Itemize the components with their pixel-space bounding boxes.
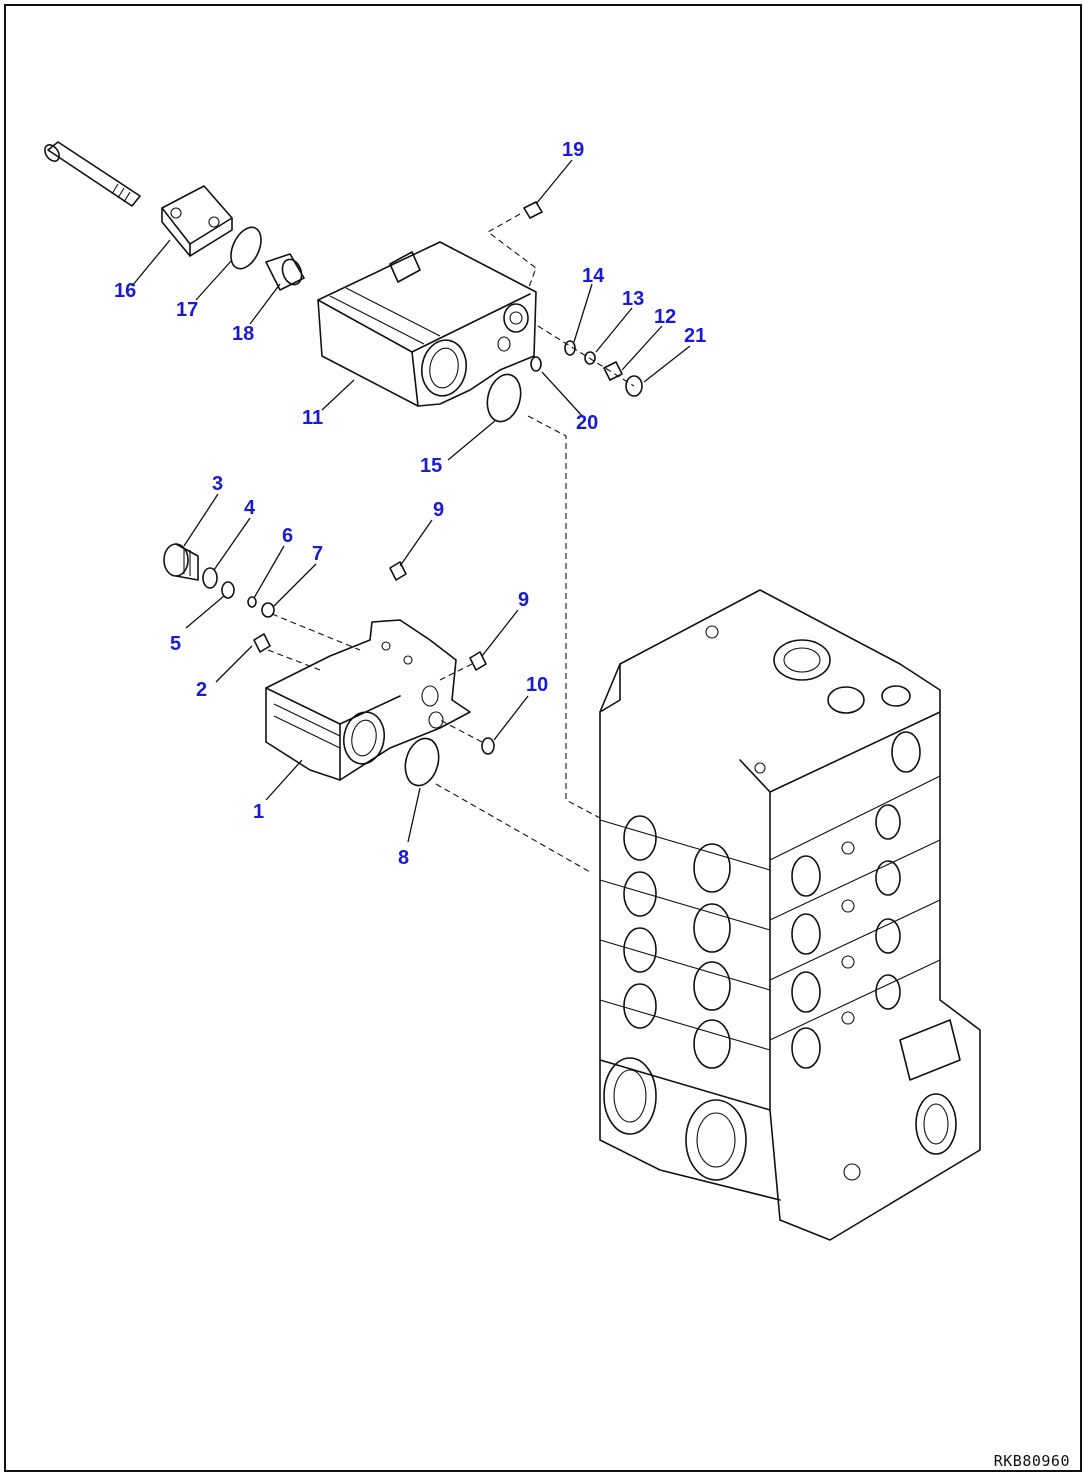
o-ring-4-part	[202, 567, 218, 589]
plug-3-part	[163, 543, 199, 581]
callout-7: 7	[312, 543, 323, 565]
part-9-upper	[389, 561, 407, 581]
leader-lines	[131, 159, 691, 843]
callout-10: 10	[526, 674, 548, 696]
main-valve-block	[599, 589, 981, 1241]
valve-body-lower-part	[265, 619, 471, 781]
callout-12: 12	[654, 306, 676, 328]
bolt-part	[44, 141, 141, 207]
part-10	[439, 719, 495, 755]
callout-18: 18	[232, 323, 254, 345]
drawing-reference-code: RKB80960	[993, 1452, 1070, 1470]
part-2	[253, 633, 321, 671]
plug-part	[265, 253, 305, 291]
callout-13: 13	[622, 288, 644, 310]
callout-5: 5	[170, 633, 181, 655]
callout-15: 15	[420, 455, 442, 477]
callout-8: 8	[398, 847, 409, 869]
callout-11: 11	[302, 407, 323, 429]
callout-6: 6	[282, 525, 293, 547]
drawing-frame	[4, 4, 1082, 1472]
callout-9-upper: 9	[433, 499, 444, 521]
callout-9-lower: 9	[518, 589, 529, 611]
small-parts-right-upper	[486, 325, 643, 423]
callout-4: 4	[244, 497, 256, 519]
callout-21: 21	[684, 325, 706, 347]
callout-16: 16	[114, 280, 136, 302]
parts-5-6-7	[221, 581, 361, 651]
callout-14: 14	[582, 265, 605, 287]
alignment-line-lower	[435, 783, 591, 873]
callout-1: 1	[253, 801, 264, 823]
o-ring-part	[230, 226, 262, 270]
callout-19: 19	[562, 139, 584, 161]
callout-2: 2	[196, 679, 207, 701]
o-ring-8-part	[404, 737, 440, 787]
cover-plate-part	[161, 185, 233, 257]
fitting-19-part	[486, 201, 543, 291]
valve-body-upper-part	[317, 241, 537, 407]
callout-17: 17	[176, 299, 198, 321]
callout-labels: 16 17 18 19 14 13 12 21 20 15 11 3 4 6 7…	[114, 139, 706, 869]
alignment-line-upper	[527, 415, 601, 819]
part-9-lower	[439, 651, 487, 681]
callout-3: 3	[212, 473, 223, 495]
callout-20: 20	[576, 412, 598, 434]
